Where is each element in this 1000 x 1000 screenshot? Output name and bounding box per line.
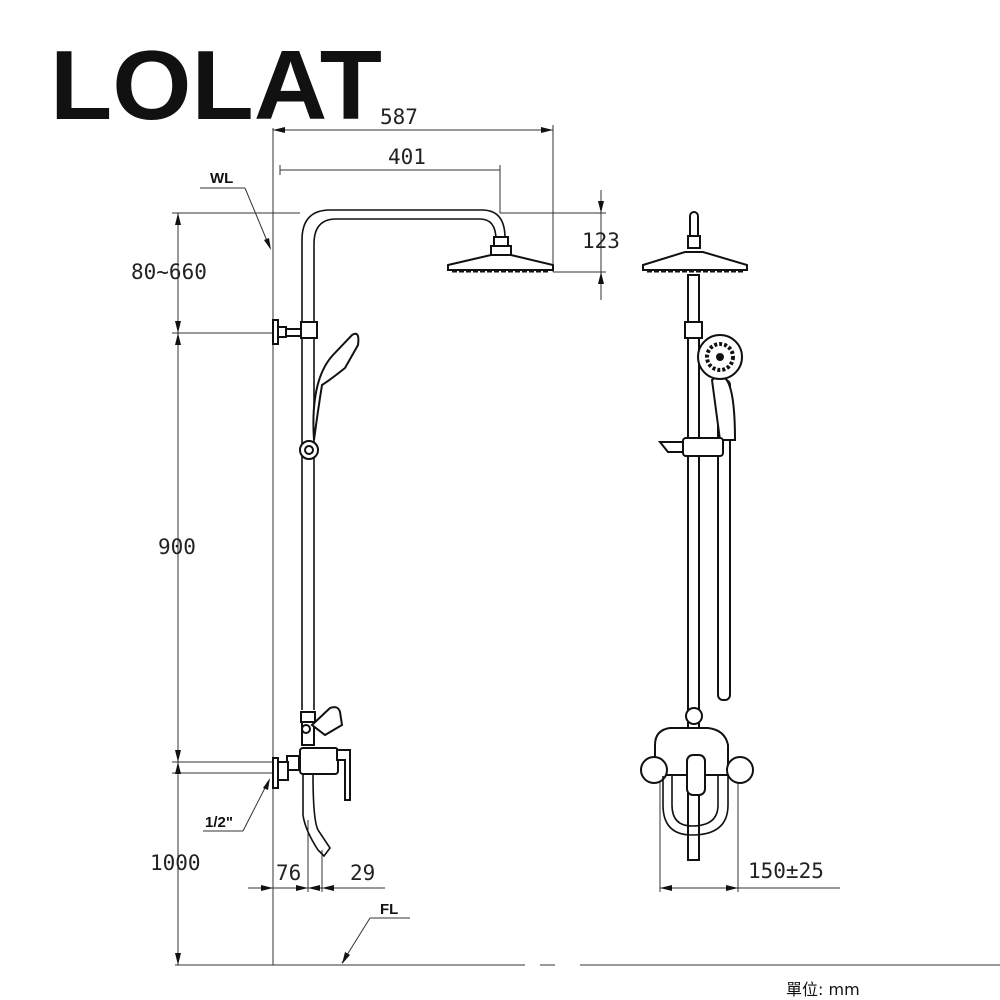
brand-logo: LOLAT: [50, 30, 382, 140]
dim-401: 401: [388, 145, 426, 169]
dim-900: 900: [158, 535, 196, 559]
dim-123: 123: [582, 229, 620, 253]
dim-1000: 1000: [150, 851, 201, 875]
dimension-lines: [172, 125, 840, 965]
dim-76: 76: [276, 861, 301, 885]
dim-29: 29: [350, 861, 375, 885]
fl-label: FL: [380, 901, 398, 918]
wl-label: WL: [210, 170, 233, 187]
inlet-size-label: 1/2": [205, 814, 233, 831]
side-view: [272, 209, 554, 858]
front-view: [640, 211, 754, 861]
dim-587: 587: [380, 105, 418, 129]
unit-label: 單位: mm: [786, 980, 860, 999]
leaders: [200, 187, 410, 964]
reference-lines: [175, 128, 1000, 966]
dim-150: 150±25: [748, 859, 824, 883]
dim-80-660: 80~660: [131, 260, 207, 284]
